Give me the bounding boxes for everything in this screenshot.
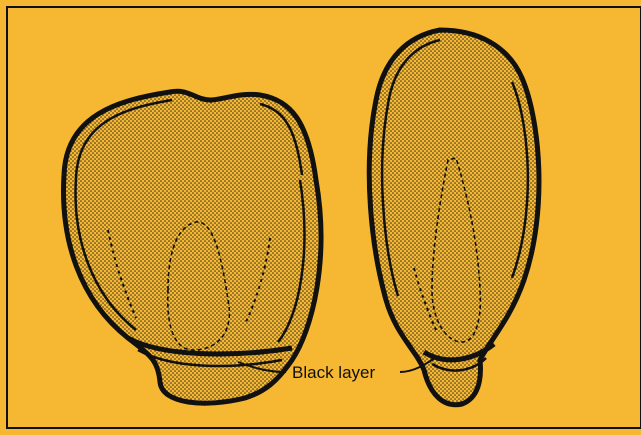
left-kernel-outline [64, 91, 321, 403]
left-kernel [64, 91, 321, 403]
black-layer-label: Black layer [292, 363, 375, 382]
right-kernel [369, 30, 539, 405]
